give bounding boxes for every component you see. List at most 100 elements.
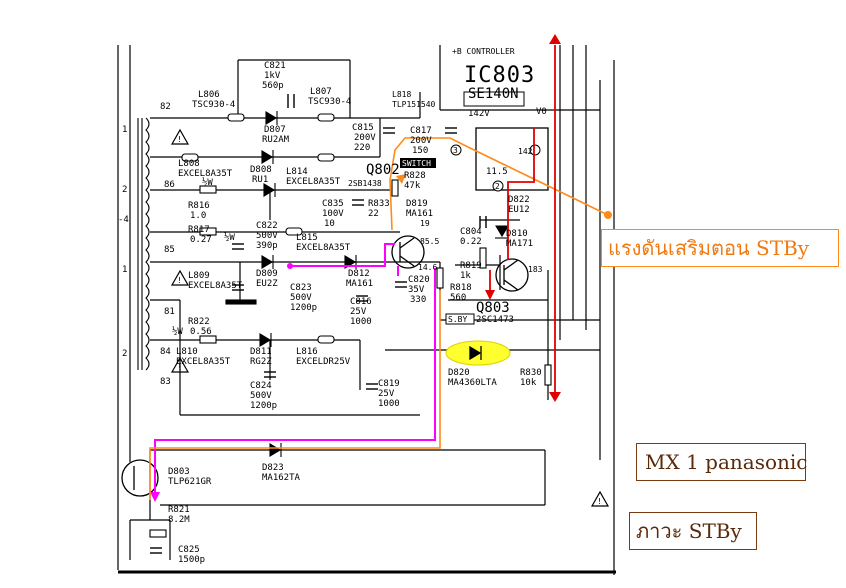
- comp-value: 10k: [520, 378, 537, 388]
- node-label: 85: [164, 245, 175, 255]
- comp-label: C804: [460, 227, 482, 237]
- comp-label: D822: [508, 195, 530, 205]
- comp-value: 10: [324, 219, 335, 229]
- comp-label: L806: [198, 90, 220, 100]
- comp-label: C819: [378, 379, 400, 389]
- ic-pin-142: 142: [518, 147, 533, 156]
- comp-label: D809: [256, 269, 278, 279]
- voltage-value: 14.6: [418, 263, 437, 272]
- comp-label: R821: [168, 505, 190, 515]
- transistors: [121, 235, 529, 497]
- voltage-value: 183: [528, 265, 543, 274]
- warning-triangle-icons: [170, 128, 610, 507]
- comp-value: 330: [410, 295, 426, 305]
- comp-label: L807: [310, 87, 332, 97]
- node-label: 84: [160, 347, 171, 357]
- warning-icon: !: [178, 276, 181, 285]
- comp-label: D803: [168, 467, 190, 477]
- comp-label: L815: [296, 233, 318, 243]
- comp-value: EXCELDR25V: [296, 357, 351, 367]
- comp-value: EU2Z: [256, 279, 278, 289]
- voltage-value: 85.5: [420, 237, 439, 246]
- warning-icon: !: [178, 363, 181, 372]
- aux-voltage-path: [149, 137, 609, 500]
- comp-value: 500V: [256, 231, 278, 241]
- comp-value: 1k: [460, 271, 471, 281]
- ic-part: SE140N: [468, 86, 519, 102]
- control-path-arrow: [549, 392, 561, 402]
- schematic-frame: [117, 45, 616, 575]
- control-path-arrow: [549, 34, 561, 44]
- diodes: [259, 111, 509, 457]
- node-label: 81: [164, 307, 175, 317]
- comp-value: RG2Z: [250, 357, 272, 367]
- comp-label: C817: [410, 126, 432, 136]
- comp-label: R822: [188, 317, 210, 327]
- node-label: 82: [160, 102, 171, 112]
- comp-value: 200V: [410, 136, 432, 146]
- comp-value: 1200p: [290, 303, 317, 313]
- comp-value: 1200p: [250, 401, 277, 411]
- switch-label: SWITCH: [402, 159, 431, 168]
- comp-value: 2SB1438: [348, 179, 382, 188]
- comp-label: C835: [322, 199, 344, 209]
- comp-value: 560: [450, 293, 466, 303]
- comp-value: 0.27: [190, 235, 212, 245]
- capacitors: [150, 94, 487, 554]
- comp-value: 2SC1473: [476, 315, 514, 325]
- power-rating: ½W: [224, 232, 235, 243]
- warning-icon: !: [178, 135, 181, 144]
- comp-label: R830: [520, 368, 542, 378]
- comp-value: 1000: [350, 317, 372, 327]
- comp-value: 560p: [262, 81, 284, 91]
- pin-label: 2: [122, 185, 127, 195]
- comp-value: 500V: [290, 293, 312, 303]
- comp-label: Q802: [366, 162, 400, 178]
- comp-value: 1000: [378, 399, 400, 409]
- comp-label: L816: [296, 347, 318, 357]
- comp-value: TLP621GR: [168, 477, 212, 487]
- component-labels: 82 C821 1kV 560p L806 TSC930-4 L807 TSC9…: [160, 61, 543, 565]
- aux-voltage-arrow: [396, 174, 406, 184]
- comp-value: EXCEL8A35T: [286, 177, 341, 187]
- comp-value: 1.0: [190, 211, 206, 221]
- comp-value: 500V: [250, 391, 272, 401]
- comp-value: TSC930-4: [308, 97, 351, 107]
- sby-label: S.BY: [448, 315, 467, 324]
- comp-label: R833: [368, 199, 390, 209]
- control-path-arrow: [485, 290, 495, 300]
- comp-label: L809: [188, 271, 210, 281]
- comp-value: MA161: [346, 279, 373, 289]
- transformer: [137, 117, 150, 371]
- comp-label: D820: [448, 368, 470, 378]
- comp-value: 22: [368, 209, 379, 219]
- ic-pin-v0: V0: [536, 107, 547, 117]
- comp-value: 390p: [256, 241, 278, 251]
- comp-label: R828: [404, 171, 426, 181]
- comp-label: C822: [256, 221, 278, 231]
- d820-symbol: [469, 345, 482, 361]
- comp-label: C825: [178, 545, 200, 555]
- power-rating: ½W: [172, 326, 183, 337]
- comp-value: 220: [354, 143, 370, 153]
- comp-value: EXCEL8A35T: [178, 169, 233, 179]
- pin-label: 1: [122, 265, 127, 275]
- voltage-value: 19: [420, 219, 430, 228]
- passive-components: [149, 113, 552, 538]
- comp-label: C824: [250, 381, 272, 391]
- comp-value: MA161: [406, 209, 433, 219]
- aux-voltage-dot: [604, 211, 612, 219]
- ic-value: 11.5: [486, 167, 508, 177]
- comp-label: R817: [188, 225, 210, 235]
- node-label: 86: [164, 180, 175, 190]
- standby-path: [154, 243, 436, 500]
- comp-label: D808: [250, 165, 272, 175]
- standby-path-node: [287, 263, 293, 269]
- comp-value: 25V: [350, 307, 367, 317]
- comp-value: 1kV: [264, 71, 281, 81]
- standby-voltage-annotation: แรงดันเสริมตอน STBy: [601, 229, 839, 267]
- comp-value: 1500p: [178, 555, 205, 565]
- comp-value: RU1: [252, 175, 268, 185]
- comp-value: 25V: [378, 389, 395, 399]
- comp-value: RU2AM: [262, 135, 290, 145]
